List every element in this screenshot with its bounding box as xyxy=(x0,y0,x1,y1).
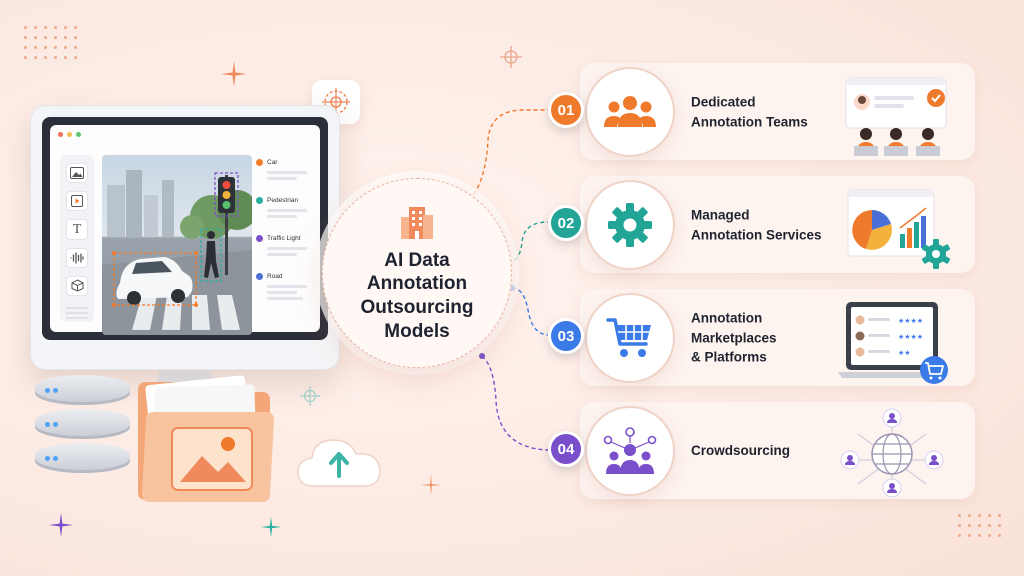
sparkle-icon xyxy=(420,474,442,496)
model-icon-circle xyxy=(585,180,675,270)
cube-tool-icon[interactable] xyxy=(66,275,88,297)
dot-grid-decoration xyxy=(958,514,1001,537)
crosshair-icon xyxy=(300,386,320,406)
tool-rail: T xyxy=(60,155,94,322)
label-name: Road xyxy=(267,272,283,280)
central-title: AI Data Annotation Outsourcing Models xyxy=(361,249,474,344)
label-item-pedestrian[interactable]: Pedestrian xyxy=(256,193,318,207)
monitor-screen: T xyxy=(42,117,328,340)
label-item-road[interactable]: Road xyxy=(256,269,318,283)
model-number-badge: 03 xyxy=(548,318,584,354)
label-placeholder-lines xyxy=(267,209,318,223)
label-panel: Car Pedestrian Traffic Light Road xyxy=(256,155,318,322)
pedestrian-label-dot xyxy=(256,196,263,204)
label-placeholder-lines xyxy=(267,171,318,185)
marketplace-laptop-illustration: ★★★★ ★★★★ ★★ xyxy=(838,302,948,384)
label-placeholder-lines xyxy=(267,247,318,261)
model-number-badge: 01 xyxy=(548,92,584,128)
svg-text:★★: ★★ xyxy=(898,349,911,357)
street-scene-image[interactable] xyxy=(102,155,252,335)
global-network-illustration xyxy=(840,408,944,498)
window-controls xyxy=(58,132,81,137)
central-topic-circle: AI Data Annotation Outsourcing Models xyxy=(322,178,512,368)
model-icon-circle xyxy=(585,293,675,383)
label-name: Car xyxy=(267,158,278,166)
sparkle-icon xyxy=(260,516,282,538)
label-item-traffic-light[interactable]: Traffic Light xyxy=(256,231,318,245)
image-folder-icon xyxy=(138,375,274,502)
central-title-line: Outsourcing xyxy=(360,297,474,318)
model-number-badge: 02 xyxy=(548,205,584,241)
model-title-line: Annotation Teams xyxy=(691,114,808,129)
annotation-editor-window: T xyxy=(50,125,320,335)
model-title: Annotation Marketplaces & Platforms xyxy=(691,309,841,368)
car-label-dot xyxy=(256,158,263,166)
model-title-line: Marketplaces xyxy=(691,330,777,346)
model-title-line: Dedicated xyxy=(691,94,756,110)
model-title: Crowdsourcing xyxy=(691,441,841,461)
text-tool-icon[interactable]: T xyxy=(66,219,88,240)
label-name: Pedestrian xyxy=(267,196,299,204)
team-icon xyxy=(604,96,656,127)
model-title-line: Crowdsourcing xyxy=(691,443,791,459)
model-title-line: Annotation Services xyxy=(691,227,822,242)
tool-rail-lines xyxy=(66,304,88,322)
gear-icon xyxy=(608,203,652,247)
label-placeholder-lines xyxy=(267,285,318,300)
central-title-line: Models xyxy=(384,320,450,342)
cloud-upload-icon xyxy=(297,439,381,487)
model-icon-circle xyxy=(585,406,675,496)
image-tool-icon[interactable] xyxy=(66,163,88,184)
model-title: Dedicated Annotation Teams xyxy=(691,92,841,131)
crowd-icon xyxy=(603,427,657,474)
model-number-badge: 04 xyxy=(548,431,584,467)
traffic-light-label-dot xyxy=(256,234,263,242)
label-name: Traffic Light xyxy=(267,234,301,242)
road-label-dot xyxy=(256,272,263,280)
sparkle-icon xyxy=(48,512,74,538)
crosshair-icon xyxy=(500,46,522,68)
model-title-line: Annotation xyxy=(691,310,763,326)
video-tool-icon[interactable] xyxy=(66,191,88,212)
database-icon xyxy=(35,375,130,477)
model-title-line: Managed xyxy=(691,207,750,223)
central-title-line: AI Data xyxy=(384,249,450,271)
audio-tool-icon[interactable] xyxy=(66,247,88,268)
label-item-car[interactable]: Car xyxy=(256,155,318,169)
model-title: Managed Annotation Services xyxy=(691,205,841,244)
building-icon xyxy=(401,206,433,239)
svg-text:★★★★: ★★★★ xyxy=(898,333,923,341)
team-at-computers-illustration xyxy=(845,77,947,156)
monitor: T xyxy=(30,105,340,370)
analytics-dashboard-illustration xyxy=(847,189,951,269)
svg-text:★★★★: ★★★★ xyxy=(898,317,923,325)
model-icon-circle xyxy=(585,67,675,157)
sparkle-icon xyxy=(221,61,247,87)
central-title-line: Annotation xyxy=(366,273,468,295)
dot-grid-decoration xyxy=(24,26,77,59)
model-title-line: & Platforms xyxy=(691,349,767,365)
cart-icon xyxy=(606,318,651,357)
